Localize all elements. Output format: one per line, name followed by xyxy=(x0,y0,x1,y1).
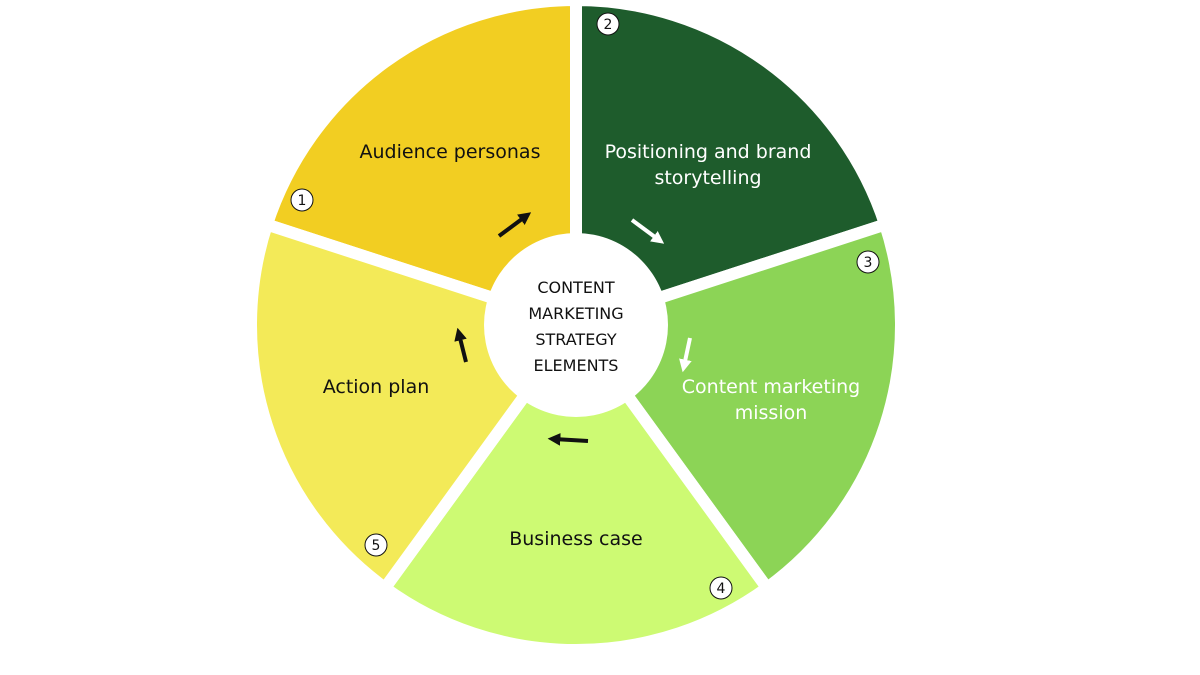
center-title-line: MARKETING xyxy=(528,304,623,323)
segment-label: Audience personas xyxy=(360,141,541,163)
step-number-badge: 3 xyxy=(856,250,880,274)
segment-4: Business case 4 xyxy=(509,432,733,600)
segment-1: Audience personas 1 xyxy=(290,141,541,238)
step-number: 5 xyxy=(372,538,381,554)
segment-label: Action plan xyxy=(323,376,430,398)
segment-2: Positioning and brand storytelling 2 xyxy=(596,12,812,244)
flow-arrow-icon xyxy=(497,212,532,238)
center-title-line: CONTENT xyxy=(537,278,615,297)
segment-label: Business case xyxy=(509,528,643,550)
segment-label: Content marketing xyxy=(682,376,860,398)
flow-arrow-icon xyxy=(679,337,692,373)
segment-3: Content marketing mission 3 xyxy=(679,250,880,424)
center-title-line: STRATEGY xyxy=(535,330,617,349)
step-number-badge: 2 xyxy=(596,12,620,36)
step-number-badge: 4 xyxy=(709,576,733,600)
segment-4-wedge xyxy=(376,314,776,656)
flow-arrow-icon xyxy=(547,432,589,446)
segment-label: Positioning and brand xyxy=(605,141,812,163)
center-hub: CONTENT MARKETING STRATEGY ELEMENTS xyxy=(484,233,668,417)
step-number: 4 xyxy=(717,581,726,597)
flow-arrow-icon xyxy=(630,218,665,244)
center-circle xyxy=(484,233,668,417)
segment-label: storytelling xyxy=(654,167,761,189)
step-number-badge: 5 xyxy=(364,533,388,557)
step-number: 2 xyxy=(604,17,613,33)
segment-label: mission xyxy=(735,402,808,424)
segment-5: Action plan 5 xyxy=(323,327,468,557)
flow-arrow-icon xyxy=(454,327,468,363)
center-title-line: ELEMENTS xyxy=(534,356,619,375)
step-number-badge: 1 xyxy=(290,188,314,212)
step-number: 1 xyxy=(298,193,307,209)
step-number: 3 xyxy=(864,255,873,271)
